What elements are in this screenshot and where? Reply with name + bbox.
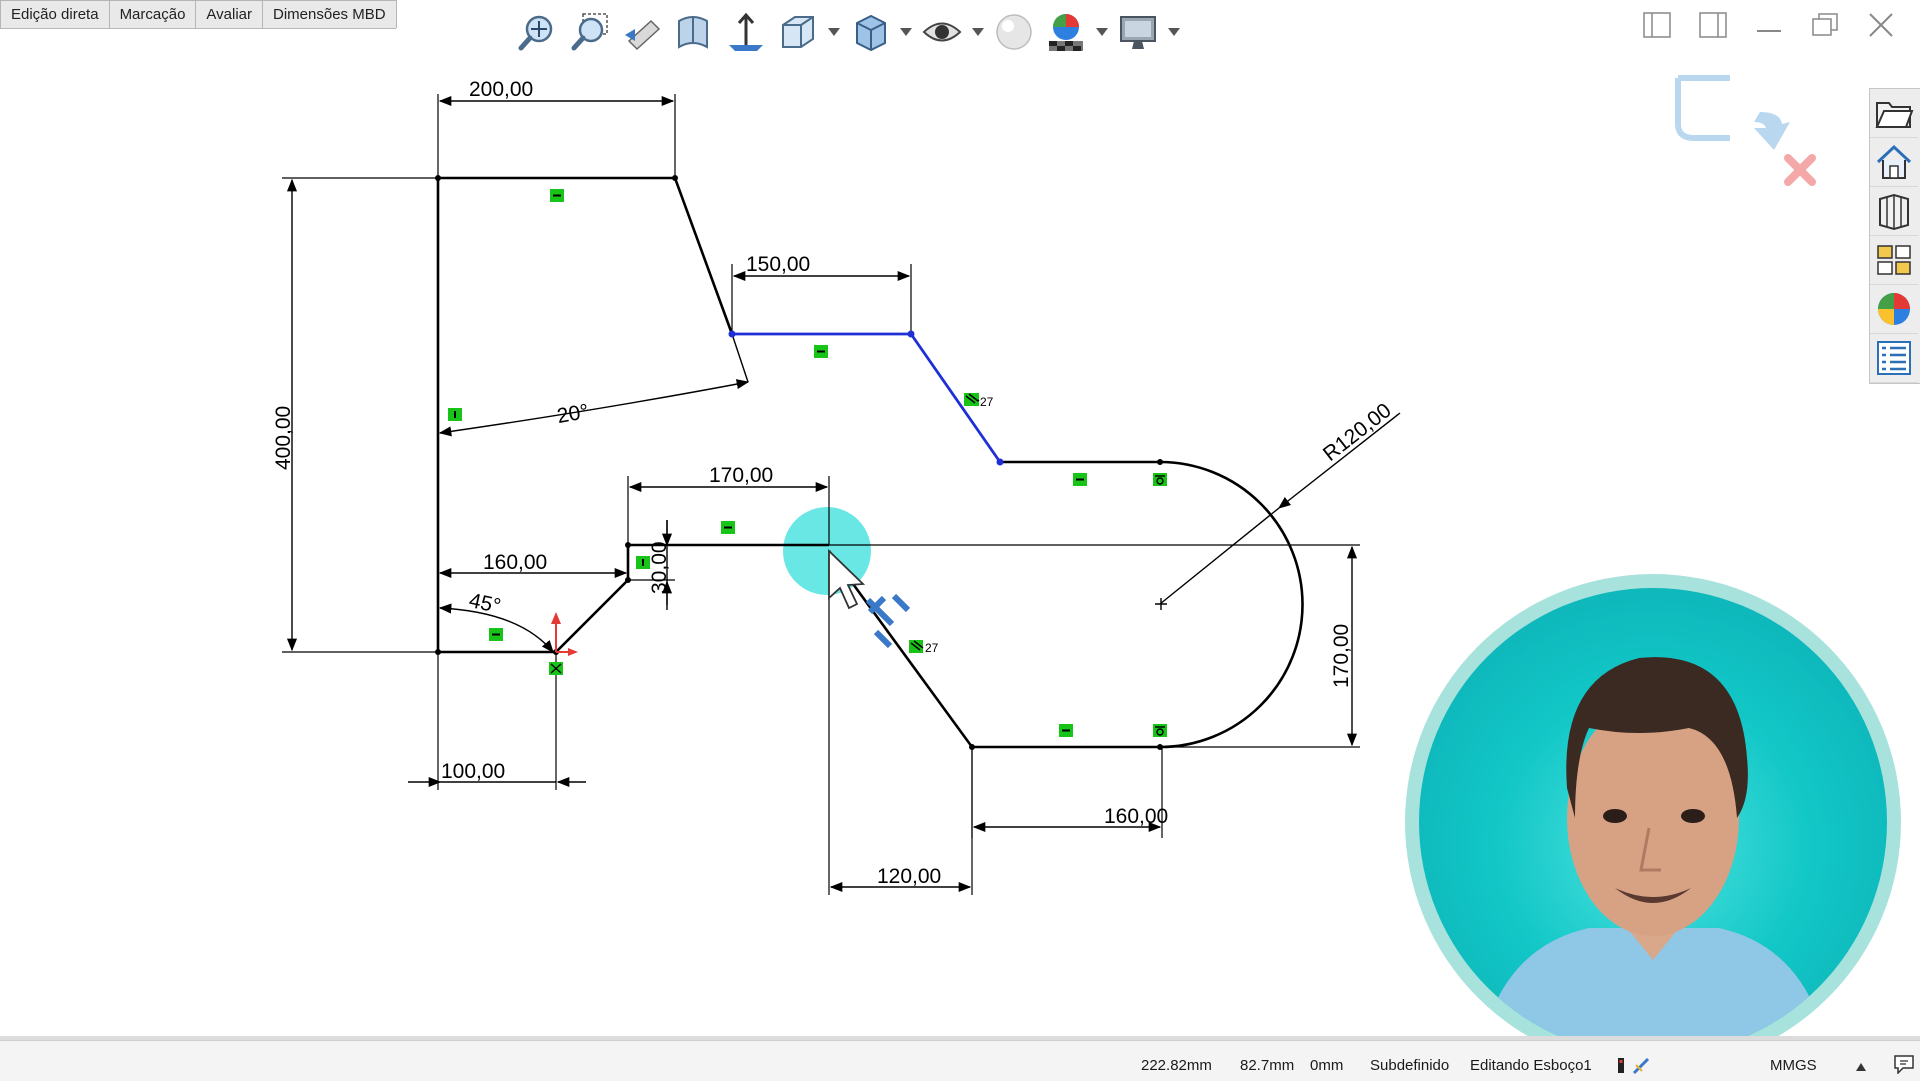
open-folder-icon[interactable] [1870,89,1918,138]
tile-left-icon[interactable] [1638,6,1676,44]
status-y-coordinate: 82.7mm [1240,1057,1295,1074]
edit-appearance-icon[interactable] [991,9,1037,55]
chevron-down-icon[interactable] [971,9,985,55]
status-z-coordinate: 0mm [1310,1057,1344,1074]
previous-view-icon[interactable] [619,9,665,55]
command-tabs: Edição direta Marcação Avaliar Dimensões… [0,0,397,29]
vertical-relation-icon [448,408,462,421]
parallel-relation-icon-2 [964,393,979,406]
dimension-left-offset[interactable]: 160,00 [483,551,547,574]
dimension-angle-bottom[interactable]: 45° [467,589,503,618]
horizontal-relation-icon [1073,473,1087,486]
dimension-bottom-center[interactable]: 120,00 [877,865,941,888]
horizontal-relation-icon [814,345,828,358]
status-x-coordinate: 222.82mm [1141,1057,1212,1074]
mouse-cursor [828,548,911,649]
dimension-bottom-left[interactable]: 100,00 [441,760,505,783]
view-toolbar [515,4,1181,60]
relation-label: 27 [925,641,939,655]
horizontal-relation-icon [489,628,503,641]
rebuild-icon[interactable] [1612,1055,1652,1079]
presenter-image [1479,657,1829,1056]
vertical-relation-icon [636,556,650,569]
chevron-down-icon[interactable] [1095,9,1109,55]
arc-center-point [1155,598,1167,610]
dynamic-annotation-icon[interactable] [723,9,769,55]
status-editing: Editando Esboço1 [1470,1057,1592,1074]
chevron-down-icon[interactable] [899,9,913,55]
dimension-top-width[interactable]: 200,00 [469,78,533,101]
cancel-sketch-icon[interactable] [1782,152,1818,188]
dimension-right-height[interactable]: 170,00 [1330,624,1353,688]
minimize-icon[interactable] [1750,6,1788,44]
hide-show-icon[interactable] [919,9,965,55]
display-style-icon[interactable] [847,9,893,55]
tangent-relation-icon [1153,473,1167,486]
tangent-relation-icon [1153,724,1167,737]
dimension-small-height[interactable]: 30,00 [648,541,671,594]
extension-lines [282,94,1360,895]
view-settings-icon[interactable] [1115,9,1161,55]
horizontal-relation-icon [1059,724,1073,737]
tab-mbd-dimensions[interactable]: Dimensões MBD [262,0,397,28]
chevron-down-icon[interactable] [1167,9,1181,55]
section-view-icon[interactable] [671,9,717,55]
dimension-middle-width[interactable]: 150,00 [746,253,810,276]
selected-points [728,330,1004,466]
dimension-bottom-right[interactable]: 160,00 [1104,805,1168,828]
design-library-icon[interactable] [1870,187,1918,236]
parallel-relation-icon [909,640,924,653]
zoom-area-icon[interactable] [567,9,613,55]
dimension-angle-top[interactable]: 20° [555,400,590,428]
horizontal-relation-icon [550,189,564,202]
selected-lines[interactable] [732,332,1002,463]
status-sketch-state: Subdefinido [1370,1057,1450,1074]
close-icon[interactable] [1862,6,1900,44]
apply-scene-icon[interactable] [1043,9,1089,55]
horizontal-relation-icon [721,521,735,534]
dimension-height[interactable]: 400,00 [272,406,295,470]
window-controls [1638,6,1900,44]
task-pane [1869,88,1920,384]
sketch-profile [436,176,1304,749]
view-orientation-icon[interactable] [775,9,821,55]
relation-label: 27 [980,395,994,409]
tab-direct-edit[interactable]: Edição direta [0,0,110,28]
coincident-relation-icon [549,662,563,675]
dimension-lines [286,95,1401,893]
origin-icon [551,612,578,656]
chevron-down-icon[interactable] [827,9,841,55]
horizontal-scrollbar[interactable] [0,1036,1920,1040]
restore-icon[interactable] [1806,6,1844,44]
appearances-icon[interactable] [1870,285,1918,334]
tab-evaluate[interactable]: Avaliar [195,0,264,28]
custom-properties-icon[interactable] [1870,334,1918,383]
dimension-radius[interactable]: R120,00 [1319,399,1396,466]
tab-markup[interactable]: Marcação [108,0,197,28]
help-tooltip-icon[interactable] [1893,1054,1915,1078]
webcam-overlay [1405,574,1901,1070]
home-icon[interactable] [1870,138,1918,187]
dimension-slot-width[interactable]: 170,00 [709,464,773,487]
exit-sketch-icon[interactable] [1670,72,1820,222]
avatar [1419,588,1887,1056]
confirmation-corner [1670,72,1820,222]
chevron-up-icon[interactable] [1856,1058,1866,1075]
units-selector[interactable]: MMGS [1770,1057,1817,1074]
zoom-fit-icon[interactable] [515,9,561,55]
tile-right-icon[interactable] [1694,6,1732,44]
status-bar [0,1040,1920,1081]
file-explorer-icon[interactable] [1870,236,1918,285]
